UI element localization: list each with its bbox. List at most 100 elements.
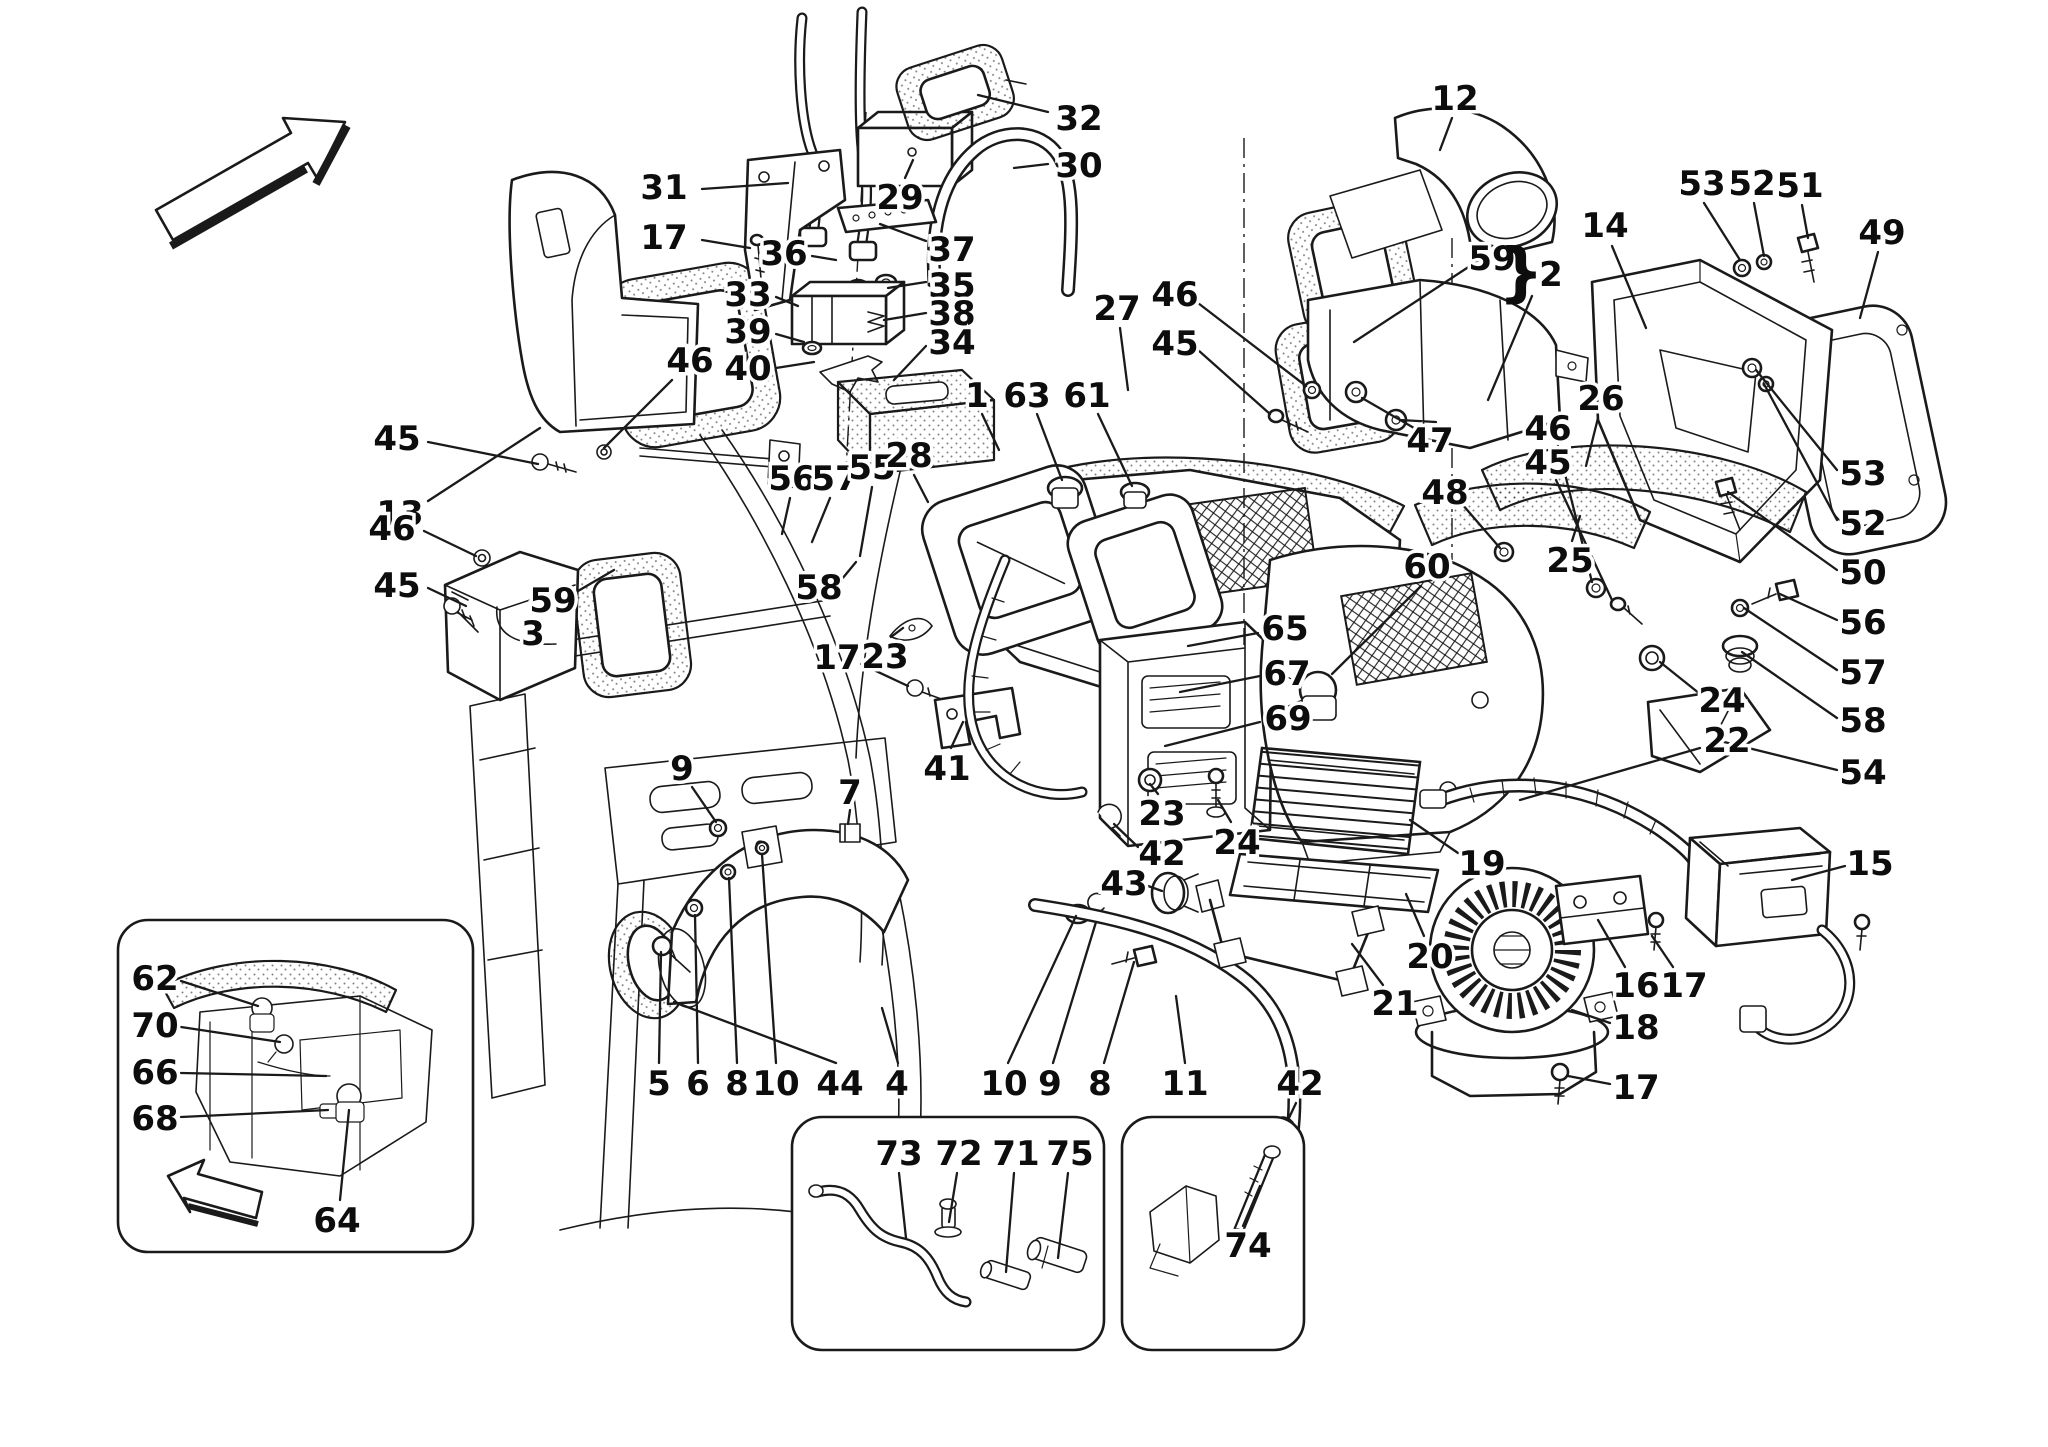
part-label-3-19: 3 [521, 614, 545, 654]
leader-line [1178, 674, 1262, 694]
part-label-27-33: 27 [1093, 289, 1140, 329]
leader-line [602, 378, 674, 450]
leader-line [886, 280, 928, 290]
leader-line [1460, 502, 1502, 550]
washer-icon [1302, 380, 1322, 400]
part-label-52-51: 52 [1839, 504, 1886, 544]
leader-line [700, 238, 752, 250]
bolt-icon [1714, 476, 1741, 531]
part-label-70-87: 70 [131, 1006, 178, 1046]
leader-line [1056, 1171, 1070, 1260]
leader-line [1566, 1074, 1612, 1086]
leader-line [1858, 250, 1880, 320]
bolt-icon [1796, 232, 1820, 283]
grommet-icon [1137, 767, 1163, 793]
servo-motor [1119, 481, 1151, 509]
part-label-2-38: 2 [1539, 255, 1563, 295]
part-label-74-95: 74 [1224, 1226, 1271, 1266]
wedge-bracket [1646, 686, 1772, 774]
part-label-1-30: 1 [965, 376, 989, 416]
leader-line [700, 181, 790, 191]
leader-line [858, 485, 874, 558]
washer-icon [708, 818, 728, 838]
part-label-57-54: 57 [1839, 653, 1886, 693]
leader-line [1486, 294, 1534, 402]
leader-line [1556, 444, 1594, 584]
leader-line [1650, 934, 1675, 969]
inset-pin [1120, 1115, 1306, 1352]
part-label-46-17: 46 [666, 341, 713, 381]
part-label-53-40: 53 [1678, 164, 1725, 204]
group-brace-glyph: } [1498, 236, 1544, 310]
screw-icon [906, 679, 945, 701]
leader-line [980, 412, 1001, 452]
grommet-icon [1344, 380, 1368, 404]
screw-icon [1609, 596, 1643, 625]
bolt-icon [1751, 578, 1800, 605]
duct-4 [657, 825, 910, 1008]
part-label-55-22: 55 [848, 448, 895, 488]
leader-line [426, 426, 542, 503]
leader-line [690, 785, 718, 824]
leader-line [1012, 162, 1050, 170]
part-label-50-52: 50 [1839, 553, 1886, 593]
leader-line [880, 1006, 900, 1065]
part-label-35-8: 35 [928, 266, 975, 306]
part-label-28-23: 28 [885, 436, 932, 476]
leader-line [760, 852, 778, 1065]
part-label-19-64: 19 [1458, 844, 1505, 884]
leader-line [1742, 606, 1839, 672]
leader-line [892, 344, 928, 382]
hose-clamp-43 [1150, 871, 1199, 915]
leader-line [1241, 1184, 1262, 1228]
leader-line [1702, 201, 1742, 262]
part-label-31-0: 31 [640, 168, 687, 208]
leader-line [1112, 822, 1140, 849]
part-label-36-2: 36 [760, 234, 807, 274]
part-label-17-1: 17 [640, 218, 687, 258]
leader-line [774, 360, 816, 370]
part-label-15-59: 15 [1846, 844, 1893, 884]
servo-motor [1046, 475, 1084, 509]
clamp-42-upper [1097, 803, 1122, 837]
leader-line [727, 876, 739, 1065]
servo-motor [267, 1034, 294, 1063]
leader-line [693, 913, 700, 1065]
part-label-7-29: 7 [838, 773, 862, 813]
leader-line [1196, 348, 1272, 416]
cabin-filter-20 [1228, 852, 1440, 914]
part-label-75-94: 75 [1046, 1134, 1093, 1174]
part-label-23-26: 23 [861, 637, 908, 677]
leader-line [1762, 382, 1839, 522]
leader-line [1610, 244, 1648, 330]
part-label-71-93: 71 [992, 1134, 1039, 1174]
part-label-30-12: 30 [1055, 146, 1102, 186]
leader-line [179, 1108, 330, 1119]
part-label-24-70: 24 [1213, 823, 1260, 863]
leader-line [903, 158, 915, 180]
leader-line [657, 950, 663, 1065]
part-label-53-50: 53 [1839, 454, 1886, 494]
part-label-73-91: 73 [875, 1134, 922, 1174]
part-label-32-11: 32 [1055, 99, 1102, 139]
leader-line [1004, 1171, 1016, 1274]
foam-grommet [895, 43, 1027, 142]
leader-line [1051, 920, 1098, 1065]
part-label-17-72: 17 [1660, 966, 1707, 1006]
leader-line [878, 222, 928, 243]
part-label-66-88: 66 [131, 1053, 178, 1093]
leader-line [179, 979, 260, 1008]
part-label-25-49: 25 [1546, 541, 1593, 581]
leader-line [1330, 584, 1423, 676]
leader-line [897, 1171, 908, 1240]
washer-icon [719, 863, 737, 881]
inset-direction-arrow-icon [166, 1158, 264, 1227]
part-label-14-39: 14 [1581, 206, 1628, 246]
leader-line [1006, 914, 1078, 1065]
blower-fan-18 [1411, 866, 1619, 1105]
leader-line [1352, 264, 1472, 344]
part-label-17-74: 17 [1612, 1068, 1659, 1108]
screw-icon [749, 233, 766, 291]
part-label-43-69: 43 [1100, 864, 1147, 904]
